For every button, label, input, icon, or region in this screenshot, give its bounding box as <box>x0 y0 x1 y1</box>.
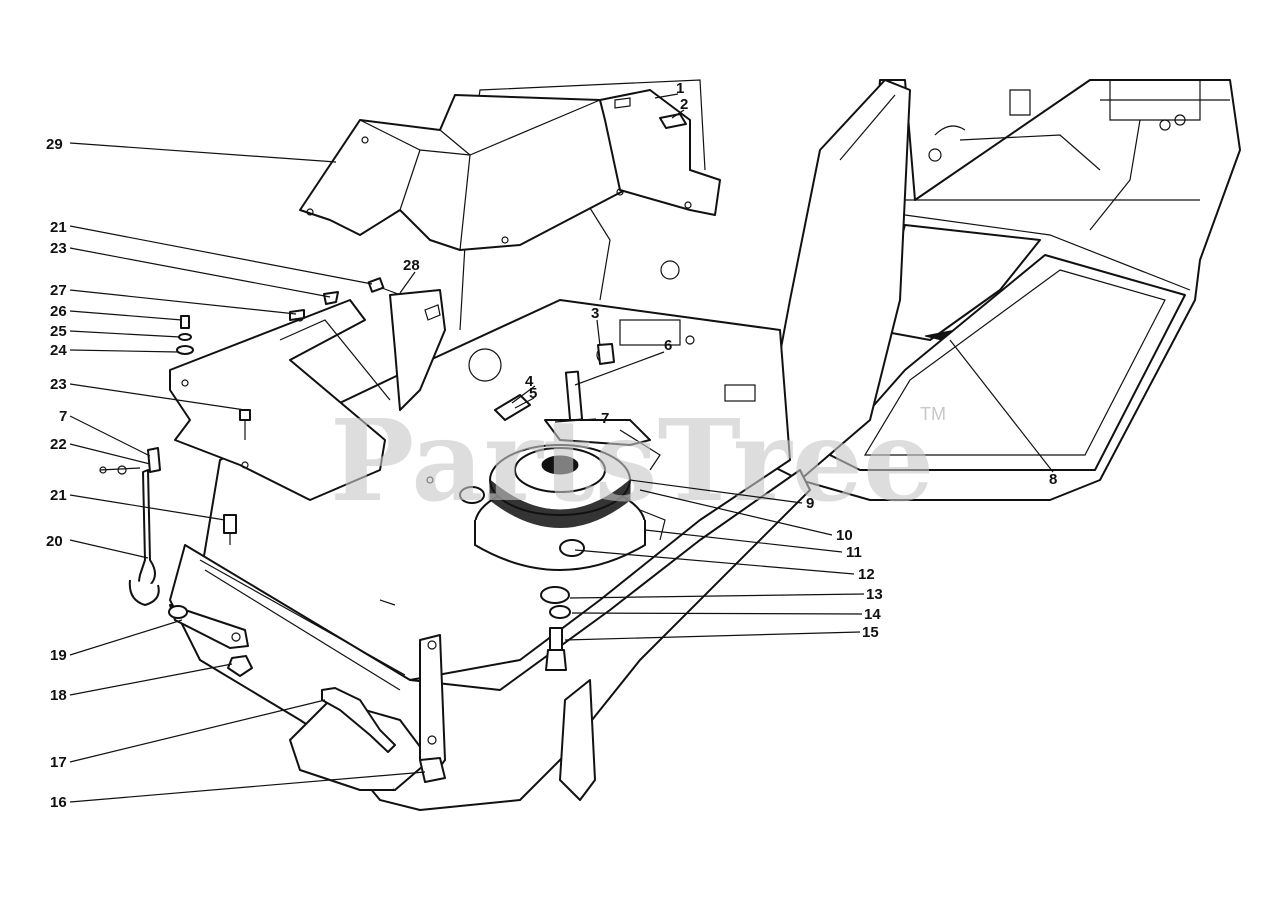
part-3-clip <box>597 343 615 365</box>
callout-20: 20 <box>46 533 63 550</box>
callout-27: 27 <box>50 282 67 299</box>
callouts: 29 1 2 21 23 28 27 26 25 24 3 6 4 5 7 23… <box>46 80 1057 811</box>
bolt-21a <box>367 277 399 295</box>
callout-11: 11 <box>846 544 862 561</box>
bolt-26 <box>180 315 190 329</box>
watermark-tm: TM <box>920 404 946 424</box>
linkage <box>99 447 446 783</box>
leader-lines <box>69 93 1054 803</box>
callout-15: 15 <box>862 624 879 641</box>
callout-18: 18 <box>50 687 67 704</box>
callout-23: 23 <box>50 240 67 257</box>
screw-23a <box>323 291 339 305</box>
part-4-5-hardware <box>494 394 531 421</box>
callout-23: 23 <box>50 376 67 393</box>
screw-23b <box>239 409 251 421</box>
callout-24: 24 <box>50 342 67 359</box>
callout-1: 1 <box>676 80 684 97</box>
part-29-dash-cover <box>299 94 626 251</box>
callout-21: 21 <box>50 219 67 236</box>
tractor-frame <box>799 79 1241 501</box>
hardware <box>176 277 651 671</box>
callout-6: 6 <box>664 337 672 354</box>
part-16-bracket <box>419 757 446 783</box>
electric-clutch <box>459 429 666 571</box>
callout-12: 12 <box>858 566 875 583</box>
lockwasher-25 <box>178 333 192 341</box>
part-28-panel <box>389 289 446 411</box>
part-17-bracket <box>321 687 396 753</box>
callout-21: 21 <box>50 487 67 504</box>
callout-2: 2 <box>680 96 688 113</box>
part-24-side-bracket <box>169 299 391 501</box>
clip-27 <box>289 309 305 321</box>
callout-22: 22 <box>50 436 67 453</box>
callout-7: 7 <box>59 408 67 425</box>
callout-17: 17 <box>50 754 67 771</box>
spacer-13 <box>540 586 570 604</box>
washer-14 <box>549 605 571 619</box>
part-1-bracket <box>599 89 721 216</box>
callout-9: 9 <box>806 495 814 512</box>
callout-19: 19 <box>50 647 67 664</box>
callout-16: 16 <box>50 794 67 811</box>
callout-14: 14 <box>864 606 881 623</box>
callout-13: 13 <box>866 586 883 603</box>
watermark-text: PartsTree <box>330 396 934 527</box>
callout-25: 25 <box>50 323 67 340</box>
callout-10: 10 <box>836 527 853 544</box>
callout-28: 28 <box>403 257 420 274</box>
part-18-nut <box>227 655 253 677</box>
callout-29: 29 <box>46 136 63 153</box>
callout-26: 26 <box>50 303 67 320</box>
part-20-rod <box>137 469 156 592</box>
bolt-21b <box>223 514 237 545</box>
callout-3: 3 <box>591 305 599 322</box>
part-22-bracket <box>147 447 161 473</box>
watermark: PartsTree TM <box>330 396 946 527</box>
callout-4: 4 <box>525 373 534 390</box>
callout-8: 8 <box>1049 471 1057 488</box>
callout-5: 5 <box>529 385 537 402</box>
callout-7: 7 <box>601 410 609 427</box>
washer-24 <box>176 345 194 355</box>
bolt-15 <box>545 627 567 671</box>
